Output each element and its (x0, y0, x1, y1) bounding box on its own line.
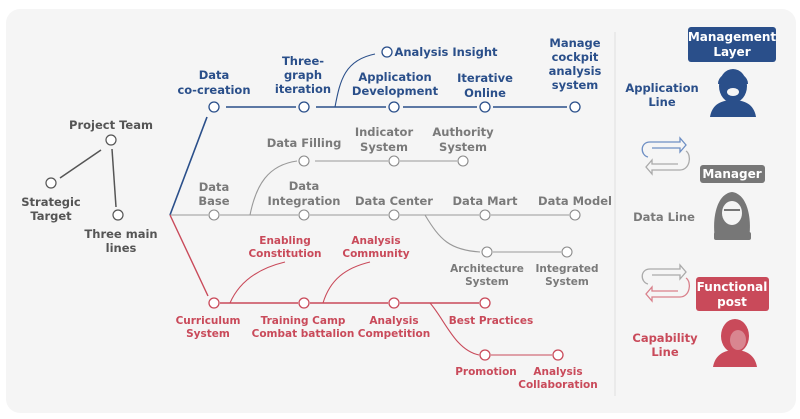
branch-capability (169, 214, 209, 297)
label-data-line: Data Line (633, 210, 695, 224)
woman-icon (713, 319, 757, 367)
node-strategic-target (45, 177, 57, 189)
data-line (208, 155, 581, 258)
label-data-center: Data Center (355, 194, 433, 208)
branch-application (169, 116, 208, 216)
node-three-main-lines (112, 209, 124, 221)
manager-badge (700, 165, 765, 183)
label-project-team: Project Team (69, 118, 153, 132)
label-data-mart: Data Mart (453, 194, 518, 208)
label-analysis-insight: Analysis Insight (394, 45, 498, 59)
capability-line (208, 261, 564, 361)
label-best-practices: Best Practices (449, 315, 533, 327)
root-connectors (59, 148, 117, 208)
label-manager: Manager (702, 167, 761, 181)
functional-post-badge (696, 277, 769, 311)
diagram-card (6, 9, 796, 413)
management-layer-badge (688, 27, 776, 62)
woman-headset-icon (714, 192, 751, 240)
label-promotion: Promotion (455, 366, 517, 378)
application-line (208, 46, 581, 113)
node-project-team (105, 134, 117, 146)
cycle-arrows-icon-2 (641, 263, 691, 303)
man-headset-icon (710, 69, 756, 117)
cycle-arrows-icon (641, 136, 691, 176)
label-data-filling: Data Filling (267, 136, 342, 150)
label-data-model: Data Model (538, 194, 612, 208)
